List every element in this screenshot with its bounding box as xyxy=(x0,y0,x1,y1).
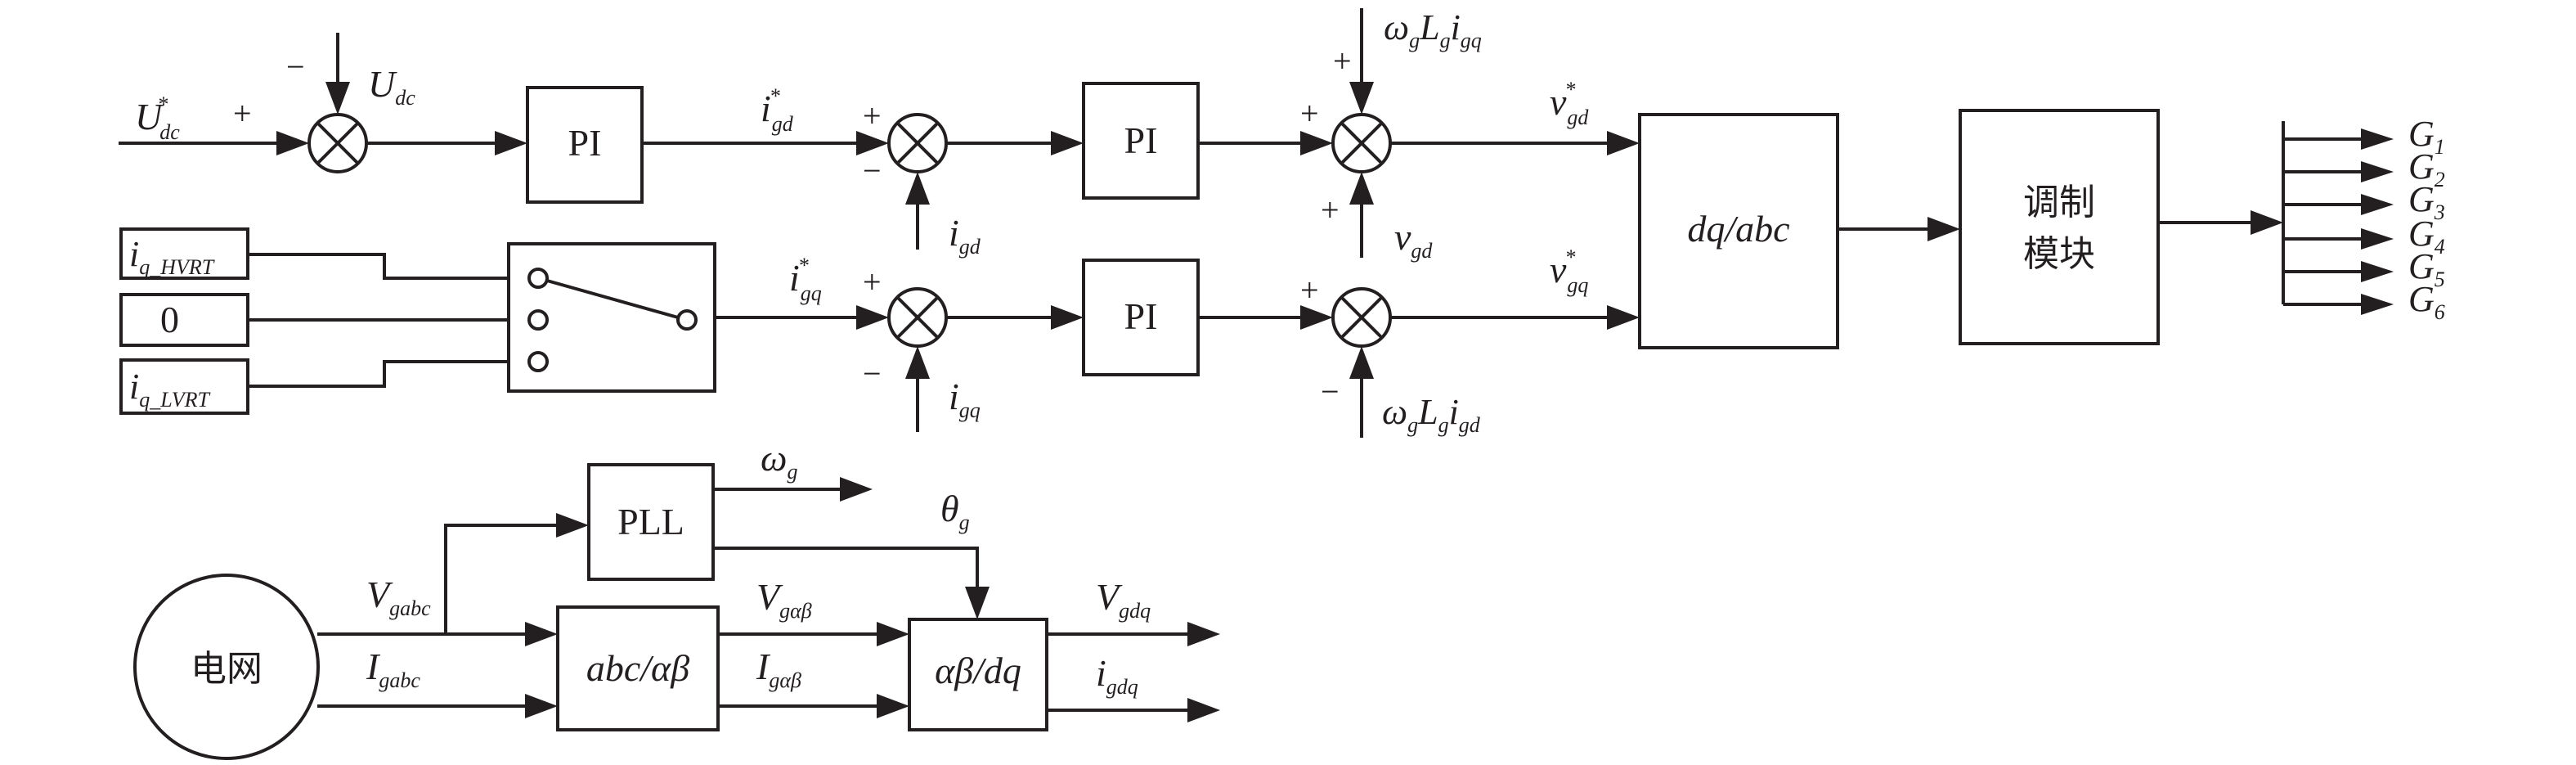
abc-alphabeta-block xyxy=(556,605,720,731)
arrowhead xyxy=(495,131,527,155)
arrowhead xyxy=(2251,210,2283,235)
arrowhead xyxy=(525,622,558,646)
vgq-ref-label: v*gq xyxy=(1550,245,1588,297)
arrowhead xyxy=(325,82,350,115)
arrowhead xyxy=(276,131,309,155)
pll-label: PLL xyxy=(617,501,684,542)
arrowhead xyxy=(856,305,889,330)
output-g6: G6 xyxy=(2408,279,2445,324)
igdq-label: igdq xyxy=(1096,652,1138,699)
grid-label: 电网 xyxy=(191,648,263,690)
udc-ref-label: U*dc xyxy=(135,92,180,144)
arrowhead xyxy=(1607,131,1640,155)
arrowhead xyxy=(1300,131,1333,155)
arrowhead xyxy=(1349,172,1374,205)
vgabc-label: Vgabc xyxy=(366,574,431,620)
alphabeta-dq-block xyxy=(908,618,1048,731)
arrowhead xyxy=(877,622,909,646)
arrowhead xyxy=(1051,305,1084,330)
plus-sign: + xyxy=(1333,43,1352,79)
arrowhead xyxy=(1187,698,1220,722)
feedforward-bottom-label: ωgLgigd xyxy=(1382,392,1481,437)
arrowhead xyxy=(1187,622,1220,646)
summing-junction-id xyxy=(887,113,948,173)
summing-junction-iq xyxy=(887,287,948,348)
vgd-label: vgd xyxy=(1394,216,1433,263)
plus-sign: + xyxy=(863,263,882,300)
output-g3: G3 xyxy=(2408,179,2445,224)
omega-label: ωg xyxy=(761,437,797,484)
arrowhead xyxy=(1928,217,1960,241)
dc-voltage-loop: U*dc + − Udc PI i*gd + − ig xyxy=(119,7,1640,263)
pi-id-label: PI xyxy=(1124,119,1158,161)
vgd-ref-label: v*gd xyxy=(1550,78,1589,129)
arrowhead xyxy=(525,694,558,718)
pi-udc-label: PI xyxy=(568,122,602,164)
dq-abc-block xyxy=(1638,113,1839,349)
igq-ref-label: i*gq xyxy=(789,254,822,305)
pi-block-id xyxy=(1082,82,1200,200)
output-g1: G1 xyxy=(2408,114,2445,159)
minus-sign: − xyxy=(286,48,305,85)
igab-label: Igαβ xyxy=(756,646,801,692)
summing-junction-vd xyxy=(1331,113,1392,173)
arrowhead xyxy=(556,513,589,538)
plus-sign: + xyxy=(1321,191,1340,228)
igd-ref-label: i*gd xyxy=(761,84,794,136)
plus-sign: + xyxy=(1300,272,1319,308)
minus-sign: − xyxy=(863,355,882,392)
arrowhead xyxy=(965,587,990,619)
minus-sign: − xyxy=(863,152,882,189)
summing-junction-udc xyxy=(307,113,368,173)
theta-label: θg xyxy=(940,488,970,534)
plus-sign: + xyxy=(1300,95,1319,132)
igabc-label: Igabc xyxy=(366,646,420,692)
arrowhead xyxy=(877,694,909,718)
output-g5: G5 xyxy=(2408,246,2445,291)
iq-lvrt-label: iq_LVRT xyxy=(129,367,210,412)
modulation-block xyxy=(1959,109,2160,345)
iq-hvrt-label: iq_HVRT xyxy=(129,234,215,279)
modulation-label-line2: 模块 xyxy=(2023,233,2095,275)
alphabeta-dq-label: αβ/dq xyxy=(935,650,1021,691)
arrowhead xyxy=(1349,82,1374,115)
iq-lvrt-block xyxy=(119,358,249,415)
abc-alphabeta-label: abc/αβ xyxy=(586,647,689,689)
output-stage: dq/abc 调制 模块 G1 G2 G3 G4 G5 G6 xyxy=(1638,109,2445,349)
summing-junction-vq xyxy=(1331,287,1392,348)
pi-block-iq xyxy=(1082,259,1200,376)
minus-sign: − xyxy=(1321,373,1340,410)
arrowhead xyxy=(856,131,889,155)
iq-hvrt-block xyxy=(119,227,249,280)
igq-label: igq xyxy=(949,376,981,422)
vgab-label: Vgαβ xyxy=(756,576,812,623)
pi-iq-label: PI xyxy=(1124,295,1158,337)
arrowhead xyxy=(905,346,930,379)
plus-sign: + xyxy=(233,95,252,132)
output-g4: G4 xyxy=(2408,214,2445,259)
output-g2: G2 xyxy=(2408,146,2445,191)
modulation-label-line1: 调制 xyxy=(2023,182,2095,223)
zero-label: 0 xyxy=(160,299,179,340)
arrowhead xyxy=(1051,131,1084,155)
arrowhead xyxy=(1607,305,1640,330)
q-axis-loop: iq_HVRT 0 iq_LVRT i*gq + − igq xyxy=(119,227,1640,438)
feedforward-top-label: ωgLgigq xyxy=(1384,7,1482,52)
arrowhead xyxy=(905,172,930,205)
vgdq-label: Vgdq xyxy=(1096,576,1151,623)
grid-measurement: 电网 Vgabc Igabc PLL ωg θg abc/αβ Vgαβ Igα… xyxy=(133,437,1220,760)
plus-sign: + xyxy=(863,97,882,134)
arrowhead xyxy=(1300,305,1333,330)
pwm-outputs xyxy=(2283,128,2394,315)
dq-abc-label: dq/abc xyxy=(1687,208,1789,250)
zero-block xyxy=(119,293,249,347)
pll-block xyxy=(587,463,715,581)
igd-label: igd xyxy=(949,212,981,259)
arrowhead xyxy=(1349,346,1374,379)
pi-block-udc xyxy=(526,86,644,204)
grid-source xyxy=(133,574,320,760)
arrowhead xyxy=(840,477,873,502)
udc-label: Udc xyxy=(368,63,415,110)
